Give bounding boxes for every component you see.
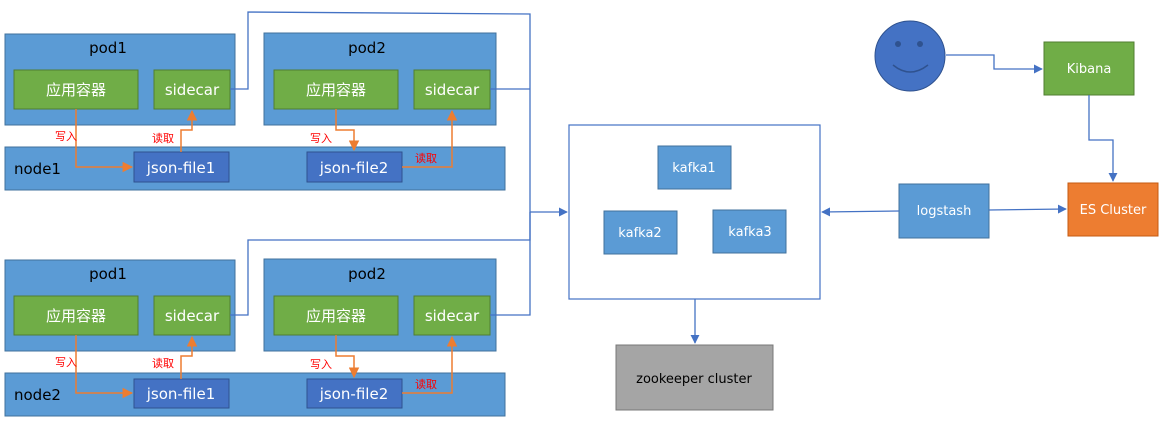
node1-pod1-label: pod1 [89,39,127,57]
node2-json-file1-label: json-file1 [146,385,215,403]
node1-json-file2[interactable] [306,151,403,183]
node2-read-arrow-1 [180,335,198,379]
node2-bar[interactable] [4,372,506,417]
kafka3-label: kafka3 [728,225,771,240]
node1-pod2-app-container[interactable] [273,69,399,110]
arrow-kibana-to-es [1088,95,1118,182]
node1-read-label-2: 读取 [415,151,437,165]
kibana-label: Kibana [1067,62,1112,77]
node1-read-arrow-1 [180,109,198,152]
node2-pod2-app-container[interactable] [273,295,399,336]
kafka2-node[interactable] [603,210,678,255]
node2-write-arrow-1 [75,335,134,399]
es-cluster-box[interactable] [1067,182,1159,237]
node2-read-label-1: 读取 [152,356,174,370]
node1-json-file2-label: json-file2 [319,159,388,177]
node1-write-label-2: 写入 [310,132,332,145]
kibana-box[interactable] [1043,41,1135,96]
kafka1-label: kafka1 [672,161,715,176]
node2-pod1-app-container[interactable] [13,295,139,336]
node2-write-label-2: 写入 [310,358,332,371]
node2-pod2-label: pod2 [348,265,386,283]
node1-read-label-1: 读取 [152,131,174,145]
connector-node2-sidecar2-to-kafka [490,212,531,316]
node2-pod1-label: pod1 [89,265,127,283]
node1-pod2-label: pod2 [348,39,386,57]
zookeeper-cluster-label: zookeeper cluster [636,372,752,387]
node1-pod1-app-container[interactable] [13,69,139,110]
node2-write-label-1: 写入 [55,356,77,369]
node1-bar[interactable] [4,146,506,191]
kafka3-node[interactable] [712,209,787,254]
node1-write-arrow-2 [335,109,360,152]
kafka2-label: kafka2 [618,226,661,241]
node1-json-file1[interactable] [133,151,230,183]
node2-json-file2[interactable] [306,378,403,409]
node2-label: node2 [14,386,61,404]
node2-json-file1[interactable] [133,378,230,409]
node2-read-arrow-2 [402,335,458,394]
kafka1-node[interactable] [657,145,732,190]
node2-read-label-2: 读取 [415,377,437,391]
node1-write-arrow-1 [75,109,134,173]
node2-pod1-app-label: 应用容器 [46,307,106,325]
connector-node1-sidecar1-to-kafka [230,11,531,212]
node1-write-label-1: 写入 [55,130,77,143]
cluster-node1: node1 pod1 应用容器 sidecar pod2 应用容器 sideca… [4,32,506,191]
arrow-user-to-kibana [946,54,1043,74]
node2-pod2-sidecar-label: sidecar [425,307,480,325]
node2-pod1-sidecar[interactable] [153,295,231,336]
node1-pod2-sidecar[interactable] [413,69,491,110]
logstash-box[interactable] [898,183,990,239]
logstash-label: logstash [917,204,972,219]
es-cluster-label: ES Cluster [1080,203,1147,218]
arrow-logstash-to-es [988,204,1067,214]
smiley-user-icon [874,20,946,92]
node2-pod2-app-label: 应用容器 [306,307,366,325]
node2-json-file2-label: json-file2 [319,385,388,403]
node1-pod2-sidecar-label: sidecar [425,81,480,99]
node1-pod1-sidecar-label: sidecar [165,81,220,99]
arrow-logstash-to-kafka [821,207,900,217]
node1-label: node1 [14,160,61,178]
zookeeper-cluster-box[interactable] [615,344,774,411]
node2-pod1-sidecar-label: sidecar [165,307,220,325]
node1-json-file1-label: json-file1 [146,159,215,177]
node1-pod1-app-label: 应用容器 [46,81,106,99]
node1-read-arrow-2 [402,109,458,168]
cluster-node2: node2 pod1 应用容器 sidecar pod2 应用容器 sideca… [4,258,506,417]
node1-pod2-app-label: 应用容器 [306,81,366,99]
node2-write-arrow-2 [335,335,360,379]
